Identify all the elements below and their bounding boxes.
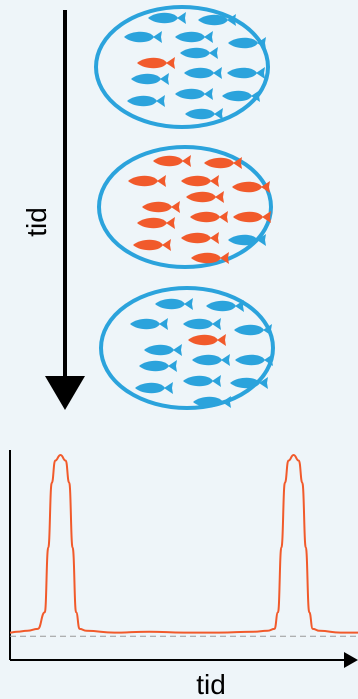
fish-orange (190, 211, 228, 223)
fish-orange (137, 57, 175, 69)
time-arrow-label: tid (21, 207, 52, 237)
fish-blue (155, 298, 193, 310)
fish-blue (183, 318, 221, 330)
fish-orange (181, 175, 219, 187)
fish-blue (124, 31, 162, 43)
fish-blue (135, 382, 173, 394)
fish-blue (192, 354, 230, 366)
fish-blue (148, 12, 186, 24)
fish-blue (139, 360, 177, 372)
fish-blue (185, 108, 223, 120)
fish-blue (235, 354, 273, 366)
fish-orange (128, 175, 166, 187)
fish-orange (137, 217, 175, 229)
fish-orange (133, 239, 171, 251)
fish-blue (180, 47, 218, 59)
fish-blue (175, 88, 213, 100)
fish-orange (142, 201, 180, 213)
school-circle (94, 5, 270, 129)
fish-blue (127, 95, 165, 107)
time-arrow: tid (21, 10, 85, 410)
school-circle (99, 286, 275, 410)
fish-blue (184, 67, 222, 79)
school-after (99, 286, 275, 410)
x-axis-label: tid (196, 669, 226, 699)
fish-orange (153, 155, 191, 167)
school-before (94, 5, 270, 129)
time-arrow-head (45, 376, 85, 410)
fish-orange (188, 334, 226, 346)
fish-blue (183, 375, 221, 387)
fish-blue (175, 31, 213, 43)
fish-orange (233, 211, 271, 223)
fish-blue (144, 344, 182, 356)
x-axis-arrowhead (344, 652, 358, 668)
fish-blue (131, 73, 169, 85)
school-circle (97, 145, 273, 269)
series-line (9, 453, 358, 634)
fish-orange (186, 191, 224, 203)
fish-blue (227, 67, 265, 79)
fish-blue (130, 318, 168, 330)
fish-orange (181, 232, 219, 244)
school-during (97, 145, 273, 269)
time-chart: tid (9, 450, 358, 699)
